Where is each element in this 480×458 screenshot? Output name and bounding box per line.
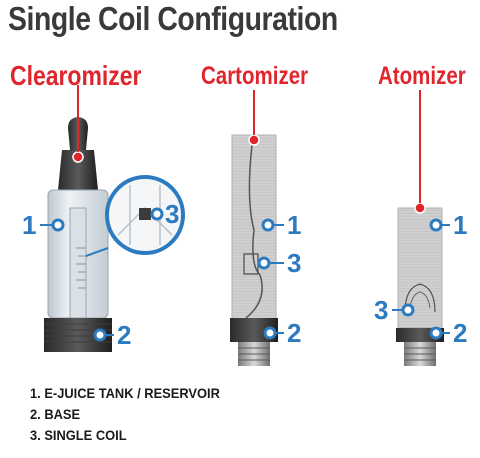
- clearomizer-label: Clearomizer: [10, 60, 142, 91]
- cartomizer-callout-3: 3: [287, 248, 301, 278]
- atomizer-callout-1: 1: [453, 210, 467, 240]
- coil-closeup: [139, 208, 151, 220]
- clearomizer-callout-1: 1: [22, 210, 36, 240]
- callout-dots: [51, 207, 443, 342]
- atomizer-callout-3: 3: [374, 295, 388, 325]
- diagram-title: Single Coil Configuration: [8, 0, 338, 37]
- atomizer-label: Atomizer: [378, 62, 466, 90]
- cartomizer-wick: [245, 144, 263, 319]
- clearomizer-pointer-dot: [72, 151, 84, 163]
- cartomizer-callout-2: 2: [287, 318, 301, 348]
- atomizer-coil: [404, 283, 436, 313]
- cartomizer-label: Cartomizer: [201, 62, 309, 90]
- legend: 1. E-JUICE TANK / RESERVOIR 2. BASE 3. S…: [30, 383, 220, 446]
- cartomizer-callout-1: 1: [287, 210, 301, 240]
- clearomizer-device: [44, 85, 112, 352]
- clearomizer-callout-3: 3: [165, 199, 179, 229]
- atomizer-device: [396, 90, 444, 366]
- clearomizer-neck: [58, 150, 98, 190]
- clearomizer-callout-2: 2: [117, 320, 131, 350]
- legend-item-1: 1. E-JUICE TANK / RESERVOIR: [30, 385, 220, 401]
- legend-item-2: 2. BASE: [30, 406, 81, 422]
- legend-item-3: 3. SINGLE COIL: [30, 427, 127, 443]
- coil-diagram: 1 2 3 1 3 2 1 3 2: [22, 85, 467, 366]
- coil-magnifier: [85, 175, 185, 257]
- atomizer-pointer-dot: [414, 202, 426, 214]
- atomizer-callout-2: 2: [453, 318, 467, 348]
- tank-level-marks: [76, 247, 86, 289]
- center-tube: [69, 207, 87, 319]
- cartomizer-pointer-dot: [248, 134, 260, 146]
